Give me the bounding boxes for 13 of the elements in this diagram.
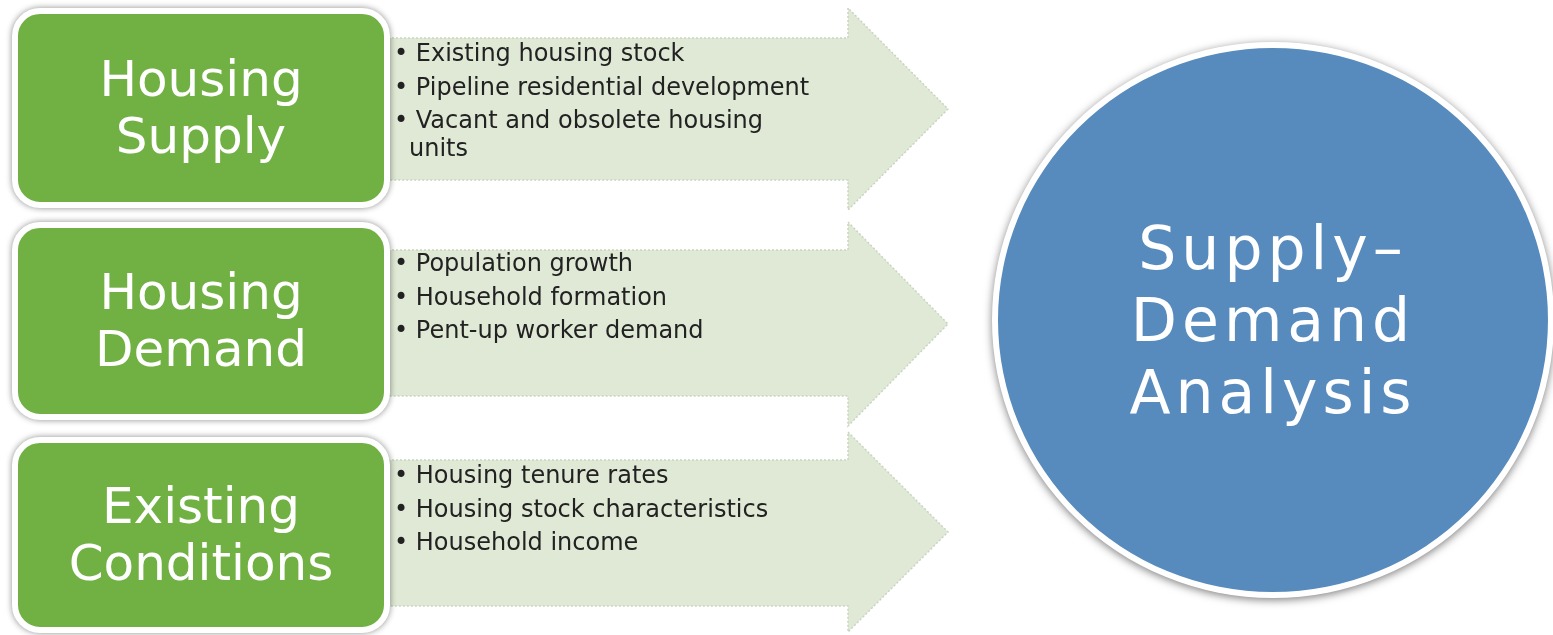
- bullet-item: • Pent-up worker demand: [394, 317, 705, 345]
- circle-title: Supply– Demand Analysis: [1128, 212, 1418, 428]
- bullet-item: • Vacant and obsolete housing units: [394, 107, 765, 163]
- category-title: Housing Supply: [98, 50, 304, 166]
- bullet-item: • Housing stock characteristics: [394, 495, 770, 524]
- category-title: Existing Conditions: [67, 477, 335, 593]
- bullet-item: • Population growth: [394, 250, 634, 278]
- bullet-item: • Existing housing stock: [394, 40, 686, 68]
- bullet-item: • Household income: [394, 529, 640, 557]
- bullet-item: • Household formation: [394, 283, 669, 312]
- category-title: Housing Demand: [93, 263, 308, 379]
- bullet-item: • Housing tenure rates: [394, 462, 670, 490]
- bullet-item: • Pipeline residential development: [394, 73, 811, 102]
